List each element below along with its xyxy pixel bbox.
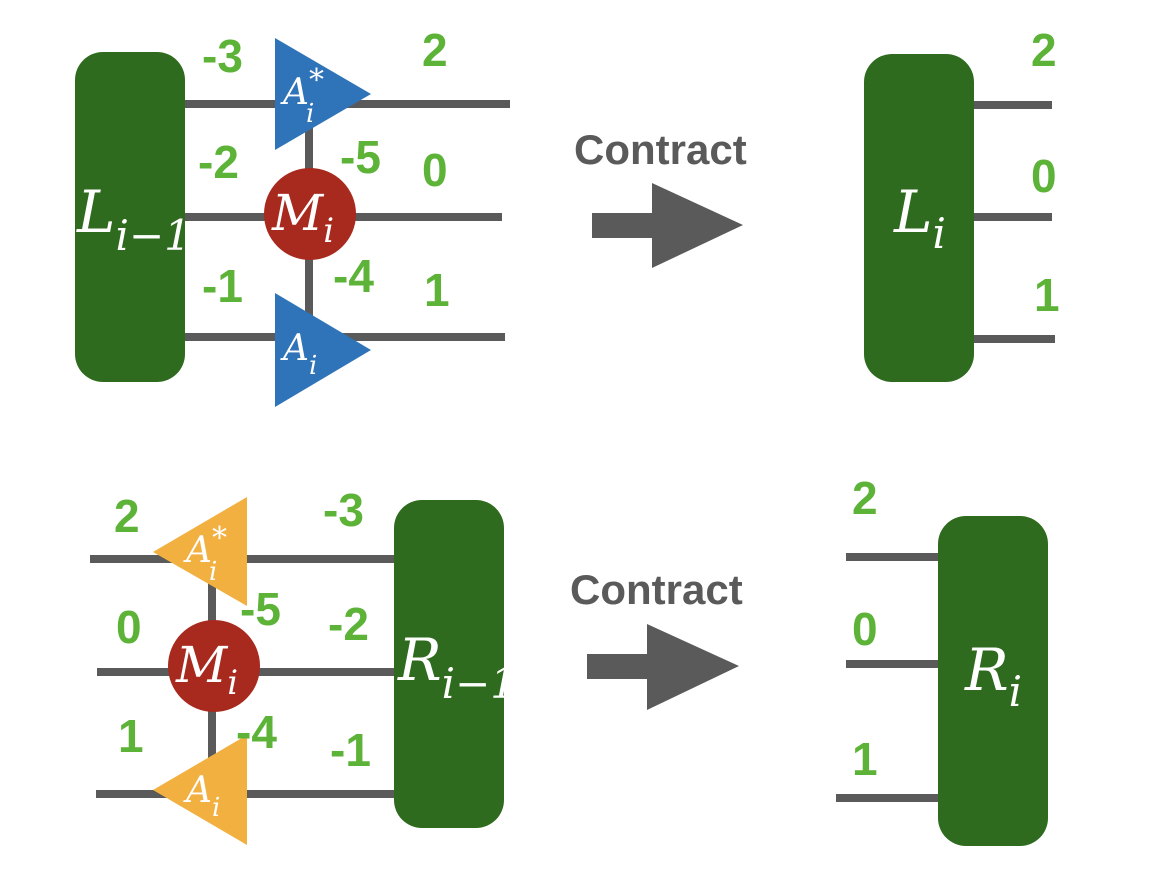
- arrow-label: Contract: [574, 126, 747, 173]
- result-environment-block: [938, 516, 1048, 846]
- tensor-label: Ai: [280, 328, 317, 381]
- index-label: 1: [852, 733, 878, 785]
- result-environment-block: [864, 54, 974, 382]
- arrow-label: Contract: [570, 566, 743, 613]
- index-label: -2: [198, 136, 239, 188]
- top-left-network: Li−1 A*i Mi Ai -3 -2 -1 -5 -4 2 0 1: [75, 24, 510, 407]
- bottom-contract-arrow: Contract: [570, 566, 743, 710]
- index-label: 0: [1031, 150, 1057, 202]
- index-label: 1: [118, 710, 144, 762]
- index-label: -5: [340, 131, 381, 183]
- tensor-triangle: [153, 735, 247, 845]
- mpo-label: Mi: [175, 636, 238, 703]
- tensor-label: Ai: [183, 770, 220, 823]
- result-block-label: Ri: [964, 636, 1022, 716]
- bottom-result: Ri 2 0 1: [836, 472, 1048, 846]
- index-label: 0: [852, 603, 878, 655]
- index-label: -1: [330, 724, 371, 776]
- index-label: 0: [422, 144, 448, 196]
- arrow-icon: [587, 624, 739, 710]
- index-label: -4: [236, 706, 277, 758]
- index-label: -4: [333, 250, 374, 302]
- left-environment-block: [75, 52, 185, 382]
- index-label: -2: [328, 598, 369, 650]
- index-label: 1: [424, 264, 450, 316]
- top-contract-arrow: Contract: [574, 126, 747, 268]
- bottom-left-network: Ri−1 A*i Mi Ai 2 0 1 -5 -4 -3 -2 -1: [90, 484, 517, 845]
- result-block-label: Li: [893, 178, 946, 258]
- conj-tensor-label: A*i: [183, 521, 227, 587]
- conj-tensor-triangle: [275, 38, 371, 150]
- index-label: 0: [116, 601, 142, 653]
- index-label: 2: [852, 472, 878, 524]
- index-label: -5: [240, 583, 281, 635]
- index-label: 2: [1031, 24, 1057, 76]
- mpo-circle: [264, 168, 356, 260]
- index-label: -3: [202, 30, 243, 82]
- mpo-circle: [168, 620, 260, 712]
- index-label: 2: [422, 24, 448, 76]
- arrow-icon: [592, 183, 743, 268]
- left-block-label: Li−1: [76, 178, 191, 260]
- index-label: 1: [1034, 269, 1060, 321]
- conj-tensor-label: A*i: [280, 63, 324, 129]
- right-environment-block: [394, 500, 504, 828]
- index-label: -1: [202, 260, 243, 312]
- index-label: 2: [114, 490, 140, 542]
- right-block-label: Ri−1: [397, 626, 517, 708]
- mpo-label: Mi: [271, 184, 334, 251]
- index-label: -3: [323, 484, 364, 536]
- top-result: Li 2 0 1: [864, 24, 1060, 382]
- conj-tensor-triangle: [153, 497, 247, 606]
- tensor-triangle: [275, 293, 371, 407]
